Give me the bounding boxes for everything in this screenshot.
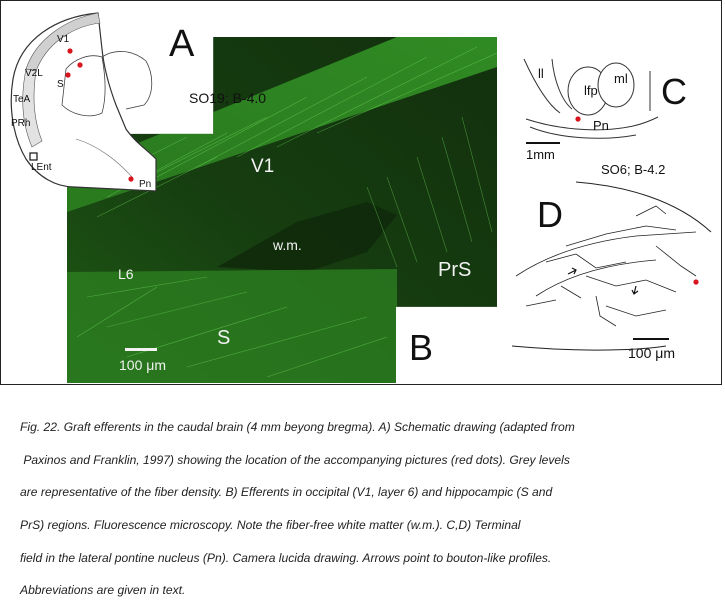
- scale-bar-c: [526, 142, 560, 144]
- panel-letter-b: B: [409, 327, 434, 368]
- region-label-lent: LEnt: [31, 162, 52, 173]
- scale-bar-d: [633, 338, 669, 340]
- section-label-d: SO6; B-4.2: [601, 162, 666, 177]
- section-label-a: SO19; B-4.0: [189, 90, 267, 106]
- label-s: S: [217, 327, 231, 349]
- panel-letter-a: A: [169, 23, 195, 65]
- caption-line: PrS) regions. Fluorescence microscopy. N…: [20, 518, 521, 533]
- fluorescence-micrograph: [67, 37, 497, 383]
- label-v1: V1: [251, 156, 275, 177]
- scale-bar-b: [125, 348, 157, 351]
- caption-line: Paxinos and Franklin, 1997) showing the …: [20, 452, 570, 467]
- figure-caption: Fig. 22. Graft efferents in the caudal b…: [20, 403, 710, 615]
- location-dot-prs: [77, 62, 83, 68]
- scale-label-b: 100 μm: [119, 357, 166, 373]
- figure-panel: V1 w.m. L6 PrS S 100 μm B V1 V2L TeA PRh…: [0, 0, 722, 385]
- label-ll: ll: [538, 66, 544, 81]
- label-white-matter: w.m.: [273, 237, 302, 253]
- location-dot-s: [65, 72, 71, 78]
- location-dot-pn-c: [575, 116, 581, 122]
- brain-schematic-drawing: [10, 12, 157, 192]
- region-label-tea: TeA: [13, 94, 31, 105]
- camera-lucida-drawing: [511, 181, 712, 351]
- location-dot-pn: [128, 176, 134, 182]
- caption-line: are representative of the fiber density.…: [20, 485, 553, 500]
- panel-letter-c: C: [661, 71, 687, 112]
- location-dot-d: [693, 279, 699, 285]
- scale-label-d: 100 μm: [628, 345, 675, 361]
- region-label-pn: Pn: [139, 179, 152, 190]
- caption-line: field in the lateral pontine nucleus (Pn…: [20, 550, 552, 565]
- scale-label-c: 1mm: [526, 147, 555, 162]
- label-lfp: lfp: [584, 83, 598, 98]
- label-ml: ml: [614, 71, 628, 86]
- fiber-texture: [77, 47, 497, 377]
- region-label-s: S: [57, 79, 64, 90]
- label-pn-c: Pn: [593, 118, 609, 133]
- caption-line: Fig. 22. Graft efferents in the caudal b…: [20, 420, 575, 435]
- region-label-v1: V1: [57, 34, 70, 45]
- caption-line: Abbreviations are given in text.: [20, 583, 186, 598]
- region-label-v2l: V2L: [25, 68, 43, 79]
- pontine-schematic-drawing: [523, 58, 659, 139]
- panel-letter-d: D: [537, 194, 563, 235]
- region-label-prh: PRh: [11, 118, 31, 129]
- label-prs: PrS: [438, 259, 472, 281]
- label-l6: L6: [118, 266, 134, 282]
- location-dot-v1: [67, 48, 73, 54]
